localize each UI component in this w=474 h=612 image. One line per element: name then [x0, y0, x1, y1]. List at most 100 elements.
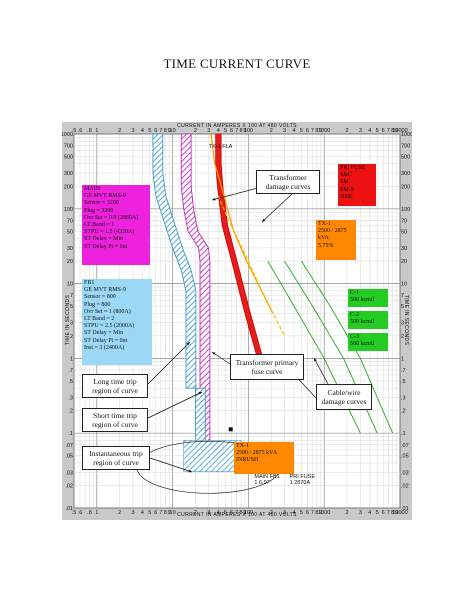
x-tick-label-bottom: 3: [359, 510, 362, 516]
x-tick-label-top: 2: [194, 128, 197, 134]
x-tick-label-bottom: 4: [217, 510, 220, 516]
x-tick-label-bottom: 7: [387, 510, 390, 516]
y-tick-label-right: 5: [401, 304, 404, 310]
y-tick-label-left: .07: [65, 443, 73, 449]
x-tick-label-bottom: 3: [283, 510, 286, 516]
y-tick-label-left: .5: [68, 379, 73, 385]
cable-c1-line: 500 kcmil: [350, 297, 375, 304]
x-tick-label-bottom: 8: [391, 510, 394, 516]
x-tick-label-top: 7: [159, 128, 162, 134]
x-tick-label-top: 7: [387, 128, 390, 134]
bottom-right-label: PRI FUSE: [290, 474, 316, 480]
bottom-right-sublabel: 1 2870A: [290, 480, 311, 486]
y-tick-label-right: 10: [401, 282, 407, 288]
x-tick-label-bottom: 10: [170, 510, 176, 516]
callout-cable-damage: Cable/wire damage curves: [316, 384, 372, 410]
pri-fuse-setting-line: PRI FUSE: [340, 165, 366, 171]
x-tick-label-bottom: 7: [159, 510, 162, 516]
x-tick-label-top: 1000: [318, 128, 330, 134]
x-tick-label-bottom: 2: [270, 510, 273, 516]
x-tick-label-top: 2: [270, 128, 273, 134]
y-tick-label-left: .01: [65, 506, 73, 512]
x-tick-label-top: 1: [95, 128, 98, 134]
main-setting-line: GE MVT RMS-9: [84, 193, 126, 200]
y-tick-label-right: 300: [401, 171, 410, 177]
cable-c3-line: 500 kcmil: [350, 341, 375, 348]
y-tick-label-left: 1000: [62, 132, 73, 138]
cable-c2-line: 500 kcmil: [350, 319, 375, 326]
y-tick-label-left: 5: [70, 304, 73, 310]
leader-cable-2-head: [314, 358, 317, 362]
main-setting-line: ST Delay = Min: [84, 236, 124, 243]
x-tick-label-top: 6: [382, 128, 385, 134]
y-tick-label-left: 70: [67, 218, 73, 224]
x-tick-label-bottom: .6: [78, 510, 83, 516]
x-tick-label-top: 10: [170, 128, 176, 134]
y-tick-label-left: 500: [64, 155, 73, 161]
x-tick-label-bottom: 7: [311, 510, 314, 516]
x-tick-label-bottom: 8: [164, 510, 167, 516]
bottom-mid-sublabel: 1 6.97: [254, 480, 269, 486]
x-tick-label-top: 4: [368, 128, 371, 134]
leader-transformer-damage-1: [211, 187, 259, 201]
x-tick-label-bottom: 5: [148, 510, 151, 516]
x-tick-label-top: 5: [376, 128, 379, 134]
y-tick-label-right: 3: [401, 321, 404, 327]
leader-cable-2: [313, 357, 329, 385]
x-tick-label-top: .6: [78, 128, 83, 134]
y-tick-label-left: .3: [68, 396, 73, 402]
callout-transformer-primary-fuse: Transformer primary fuse curve: [230, 354, 304, 380]
y-tick-label-right: 200: [401, 184, 410, 190]
x-tick-label-top: .8: [87, 128, 92, 134]
x-tick-label-top: 3: [283, 128, 286, 134]
leader-instantaneous: [149, 457, 193, 473]
x-tick-label-bottom: 3: [131, 510, 134, 516]
y-tick-label-left: 20: [67, 259, 73, 265]
y-tick-label-right: .03: [401, 470, 409, 476]
x-tick-label-top: 4: [293, 128, 296, 134]
fb1-setting-line: FB1: [84, 280, 95, 286]
main-setting-line: Ovr Set = 0.9 (2880A): [84, 214, 139, 221]
x-axis-title-bottom: CURRENT IN AMPERES X 100 AT 480 VOLTS: [177, 512, 297, 518]
x-axis-title-top: CURRENT IN AMPERES X 100 AT 480 VOLTS: [177, 123, 297, 129]
tx1-inrush-setting-line: 2500 / 2875 kVA: [236, 450, 278, 457]
y-tick-label-left: 30: [67, 246, 73, 252]
x-tick-label-top: 8: [391, 128, 394, 134]
y-tick-label-left: 100: [64, 207, 73, 213]
x-tick-label-top: 6: [306, 128, 309, 134]
y-tick-label-right: 1000: [401, 132, 412, 138]
y-tick-label-right: .7: [401, 368, 406, 374]
x-tick-label-bottom: 6: [154, 510, 157, 516]
x-tick-label-top: 8: [164, 128, 167, 134]
y-tick-label-left: 7: [70, 293, 73, 299]
x-tick-label-top: 5: [300, 128, 303, 134]
y-tick-label-left: 1: [70, 356, 73, 362]
x-tick-label-bottom: 4: [368, 510, 371, 516]
pri-fuse-setting-line: S&C: [340, 172, 353, 179]
x-tick-label-bottom: 6: [306, 510, 309, 516]
x-tick-label-bottom: .8: [87, 510, 92, 516]
leader-short-time-head: [198, 392, 202, 395]
callout-transformer-damage: Transformer damage curves: [256, 170, 320, 194]
y-tick-label-left: 700: [64, 144, 73, 150]
tx1-inrush-setting-line: INRUSH: [236, 457, 259, 464]
x-tick-label-top: 5: [224, 128, 227, 134]
y-tick-label-right: 50: [401, 229, 407, 235]
y-tick-label-left: 3: [70, 321, 73, 327]
x-tick-label-bottom: 9: [395, 510, 398, 516]
main-setting-line: STPU = 1.5 (4320A): [84, 229, 135, 236]
y-tick-label-left: 200: [64, 184, 73, 190]
leader-transformer-damage-2-head: [262, 218, 266, 222]
x-tick-label-bottom: 9: [243, 510, 246, 516]
x-tick-label-top: 3: [207, 128, 210, 134]
cable-c3-damage-curve: [301, 260, 394, 434]
y-tick-label-right: 2: [401, 334, 404, 340]
x-tick-label-bottom: 9: [168, 510, 171, 516]
cable-c3-line: C-3: [350, 334, 359, 340]
x-tick-label-bottom: 8: [240, 510, 243, 516]
fb1-setting-line: Ovr Set = 1 (800A): [84, 308, 131, 315]
